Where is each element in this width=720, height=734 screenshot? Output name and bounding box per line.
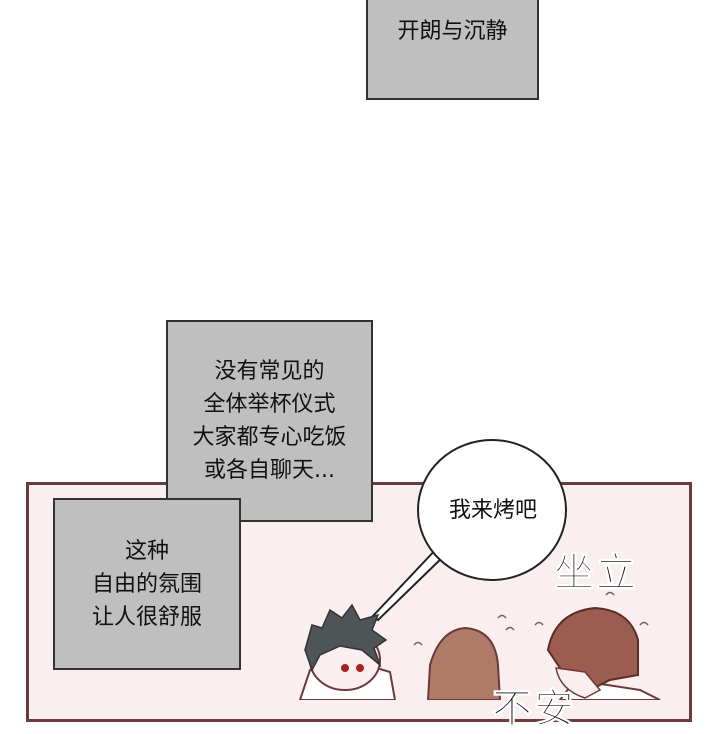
narration-box-bottom: 这种 自由的氛围 让人很舒服 [53, 498, 241, 670]
character-girl-brown-hair [426, 626, 502, 700]
character-boy-dark-hair [298, 603, 397, 700]
caption-line: 全体举杯仪式 [203, 392, 336, 417]
caption-line: 或各自聊天... [204, 458, 335, 483]
sound-effect-restless: 不安 [492, 686, 576, 733]
caption-line: 没有常见的 [214, 359, 325, 384]
narration-box-top: 开朗与沉静 [366, 0, 539, 100]
caption-line: 让人很舒服 [91, 604, 202, 630]
caption-line: 这种 [124, 538, 169, 564]
comic-artwork [298, 439, 661, 700]
speech-bubble [417, 439, 567, 581]
nervous-marks [413, 591, 649, 646]
speech-bubble-text: 我来烤吧 [448, 498, 537, 523]
caption-line: 大家都专心吃饭 [192, 425, 347, 450]
narration-box-middle: 没有常见的 全体举杯仪式 大家都专心吃饭 或各自聊天... [166, 320, 373, 522]
caption-line: 开朗与沉静 [397, 19, 508, 44]
sound-effect-fidget: 坐立 [554, 550, 638, 597]
character-boy-brown-hair [546, 606, 661, 700]
caption-line: 自由的氛围 [91, 571, 202, 597]
